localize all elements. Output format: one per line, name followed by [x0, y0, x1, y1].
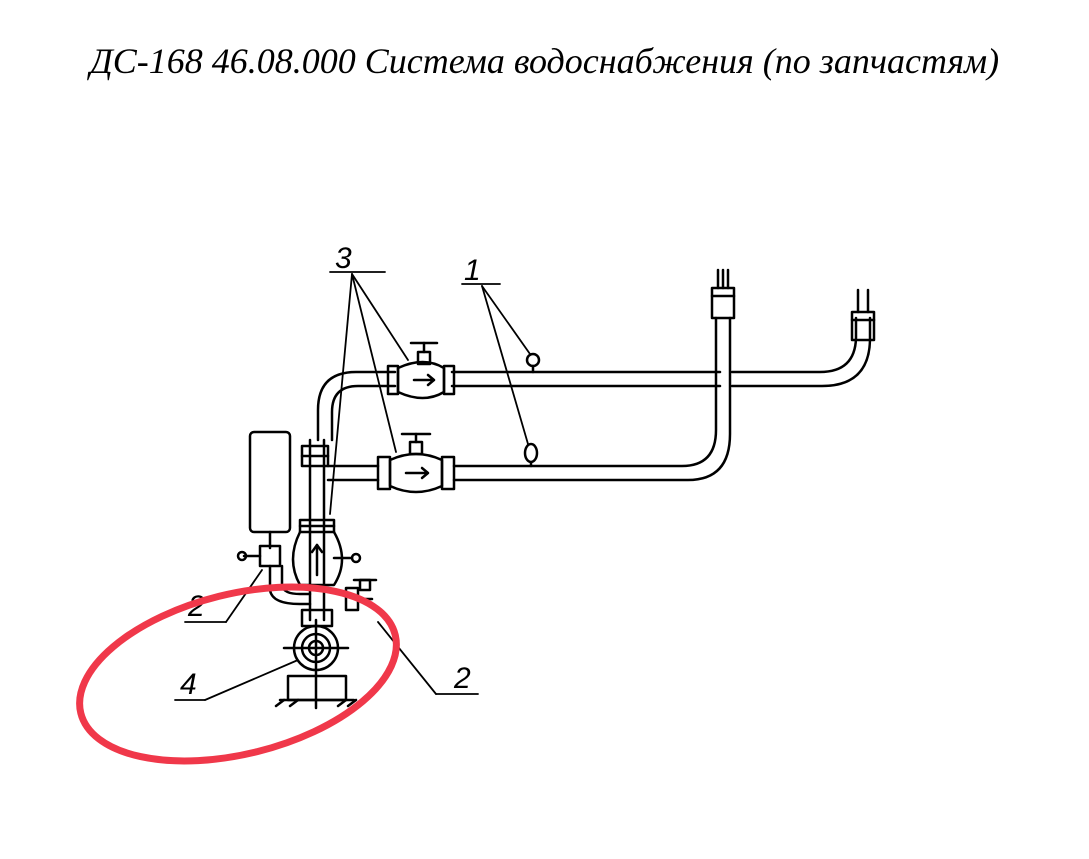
highlight-circle	[76, 583, 400, 765]
page-title: ДС-168 46.08.000 Система водоснабжения (…	[89, 41, 1000, 81]
upper-valve	[386, 341, 456, 400]
tank	[236, 430, 312, 606]
lower-pipe	[326, 316, 732, 482]
callout-2-right: 2	[453, 662, 471, 695]
upper-pipe	[316, 316, 872, 442]
pump	[274, 608, 358, 710]
callout-3: 3	[335, 242, 352, 275]
drain-fittings	[523, 352, 541, 468]
lower-valve	[376, 432, 456, 494]
leader-lines	[174, 271, 531, 701]
callout-4: 4	[180, 668, 197, 701]
callout-1: 1	[464, 254, 481, 287]
pipe-fittings-top	[710, 268, 876, 342]
